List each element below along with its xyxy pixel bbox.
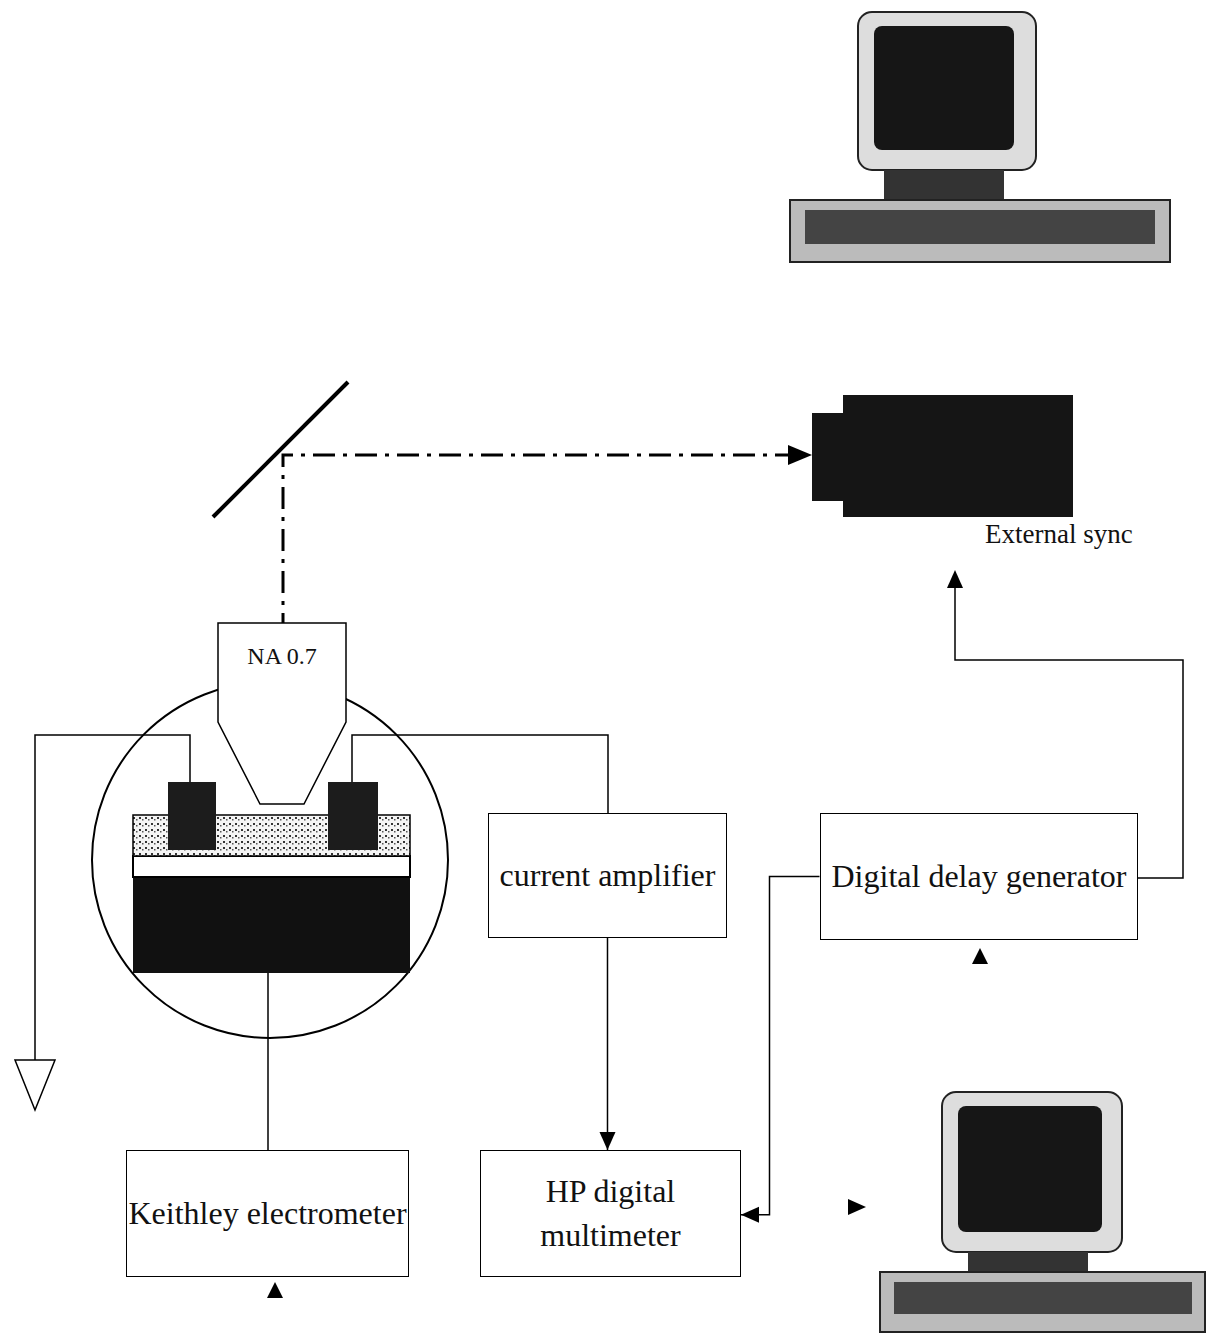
ground-wire (35, 735, 190, 1060)
electrometer-box: Keithley electrometer (126, 1150, 409, 1277)
sample-device (133, 782, 410, 973)
node-text: HP digital multimeter (481, 1170, 740, 1256)
arrowhead (267, 1282, 283, 1298)
amplifier-box: current amplifier (488, 813, 728, 938)
objective-lens: NA 0.7 (217, 622, 347, 805)
signal-wire (352, 735, 608, 813)
camera (812, 395, 1073, 517)
node-text: Digital delay generator (832, 855, 1127, 898)
bias-wire (267, 973, 269, 1150)
arrowhead (848, 1199, 866, 1215)
multimeter-box: HP digital multimeter (480, 1150, 741, 1277)
mirror (213, 382, 348, 517)
delay-generator-box: Digital delay generator (820, 813, 1139, 940)
ground-symbol (15, 1060, 55, 1110)
arrowhead (947, 570, 963, 588)
light-beam (283, 455, 800, 635)
node-text: current amplifier (500, 854, 716, 897)
connector (599, 938, 615, 1150)
node-text: Keithley electrometer (128, 1192, 406, 1235)
computer-icon (790, 12, 1170, 262)
node-text: NA 0.7 (247, 640, 317, 672)
connector (741, 877, 820, 1223)
signal-label: External sync (983, 519, 1135, 550)
arrowhead (788, 445, 812, 465)
arrowhead (972, 948, 988, 964)
computer-icon (880, 1092, 1205, 1332)
